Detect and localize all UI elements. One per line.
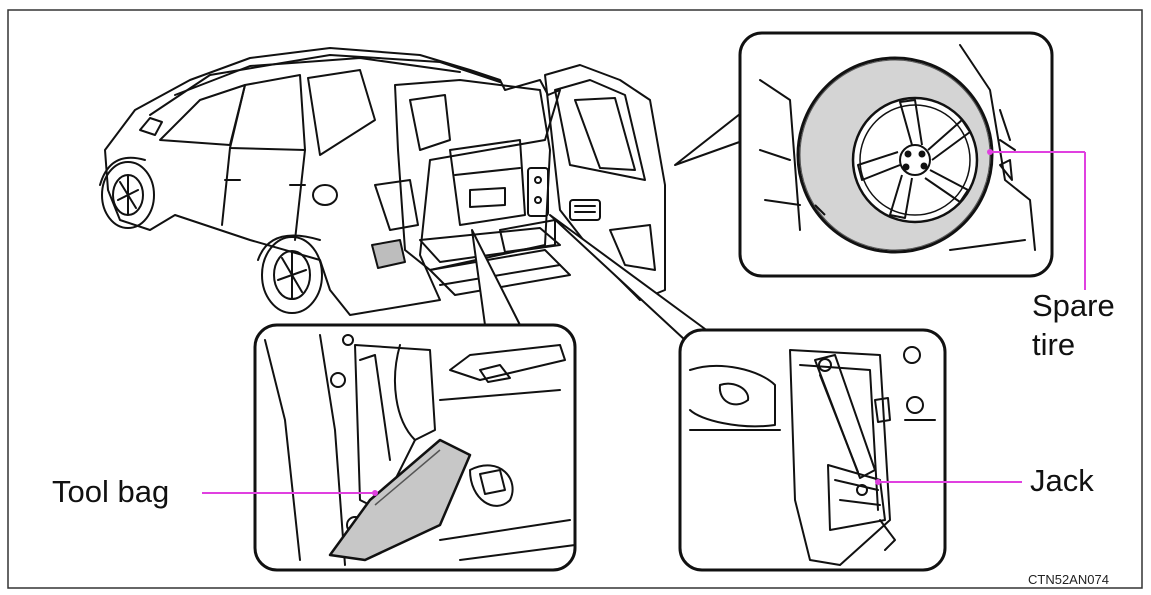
jack-label: Jack — [1030, 462, 1094, 501]
spare-tire-label-line1: Spare — [1032, 287, 1115, 326]
spare-tire-leader-dot — [987, 149, 993, 155]
spare-tire-inset — [740, 33, 1052, 276]
figure-code: CTN52AN074 — [1028, 572, 1109, 587]
jack-leader-dot — [875, 479, 881, 485]
spare-tire-label-line2: tire — [1032, 326, 1115, 365]
tool-bag-leader-dot — [372, 490, 378, 496]
spare-tire-label: Spare tire — [1032, 287, 1115, 365]
suv-illustration — [100, 48, 665, 315]
tool-bag-label: Tool bag — [52, 473, 169, 512]
tool-bag-inset — [255, 325, 575, 570]
callout-wedges — [472, 110, 745, 340]
jack-inset — [680, 330, 945, 570]
